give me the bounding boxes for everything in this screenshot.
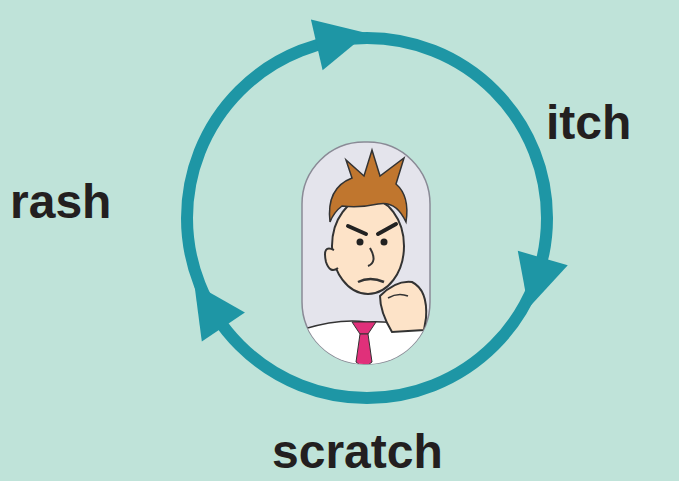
cycle-ring <box>187 20 568 398</box>
cycle-ring-line <box>187 38 547 398</box>
arrow-head <box>518 251 568 308</box>
cartoon-face <box>300 142 432 370</box>
cycle-label: rash <box>10 178 111 226</box>
arrow-head <box>194 284 245 342</box>
cycle-label: itch <box>546 99 631 147</box>
cycle-label: scratch <box>272 428 443 476</box>
arrow-head <box>311 20 368 71</box>
